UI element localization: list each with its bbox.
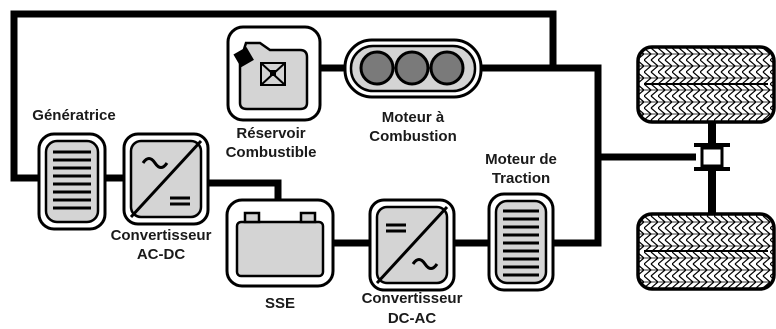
line-engine-to-shaft	[478, 64, 602, 157]
motor-stripes	[503, 209, 539, 277]
converter-dcac	[368, 198, 456, 292]
differential-icon	[700, 146, 724, 168]
converter-dcac-label: Convertisseur DC-AC	[361, 290, 463, 327]
connection-lines	[10, 10, 696, 247]
battery-body	[235, 220, 325, 278]
combustion-engine	[343, 38, 483, 99]
traction-motor	[487, 192, 555, 292]
battery-terminal-left	[243, 211, 261, 224]
combustion-engine-label: Moteur à Combustion	[369, 109, 457, 145]
cylinder-icon-1	[359, 50, 395, 86]
axle-assembly	[694, 120, 730, 216]
ac-symbol-icon-2	[411, 258, 439, 270]
wheel-top	[636, 45, 776, 124]
fuel-tank	[226, 25, 322, 122]
cylinder-icon-3	[429, 50, 465, 86]
cylinder-icon-2	[394, 50, 430, 86]
sse-storage	[225, 198, 335, 288]
converter-acdc-label: Convertisseur AC-DC	[110, 227, 212, 263]
sse-label: SSE	[264, 295, 295, 312]
jerrycan-cap	[270, 70, 276, 76]
fuel-tank-label: Réservoir Combustible	[225, 125, 317, 161]
battery-terminal-right	[299, 211, 317, 224]
generator	[37, 132, 107, 231]
line-motor-to-shaft	[549, 153, 696, 247]
wheel-bottom	[636, 212, 776, 291]
traction-motor-label: Moteur de Traction	[485, 151, 557, 187]
converter-acdc	[122, 132, 210, 226]
generator-label: Génératrice	[32, 107, 116, 124]
generator-stripes	[53, 150, 91, 210]
line-acdc-to-sse	[204, 179, 282, 206]
acdc-diagonal	[129, 139, 203, 219]
jerrycan-spout	[233, 46, 254, 68]
ac-symbol-icon	[141, 157, 169, 169]
dcac-diagonal	[375, 205, 449, 285]
